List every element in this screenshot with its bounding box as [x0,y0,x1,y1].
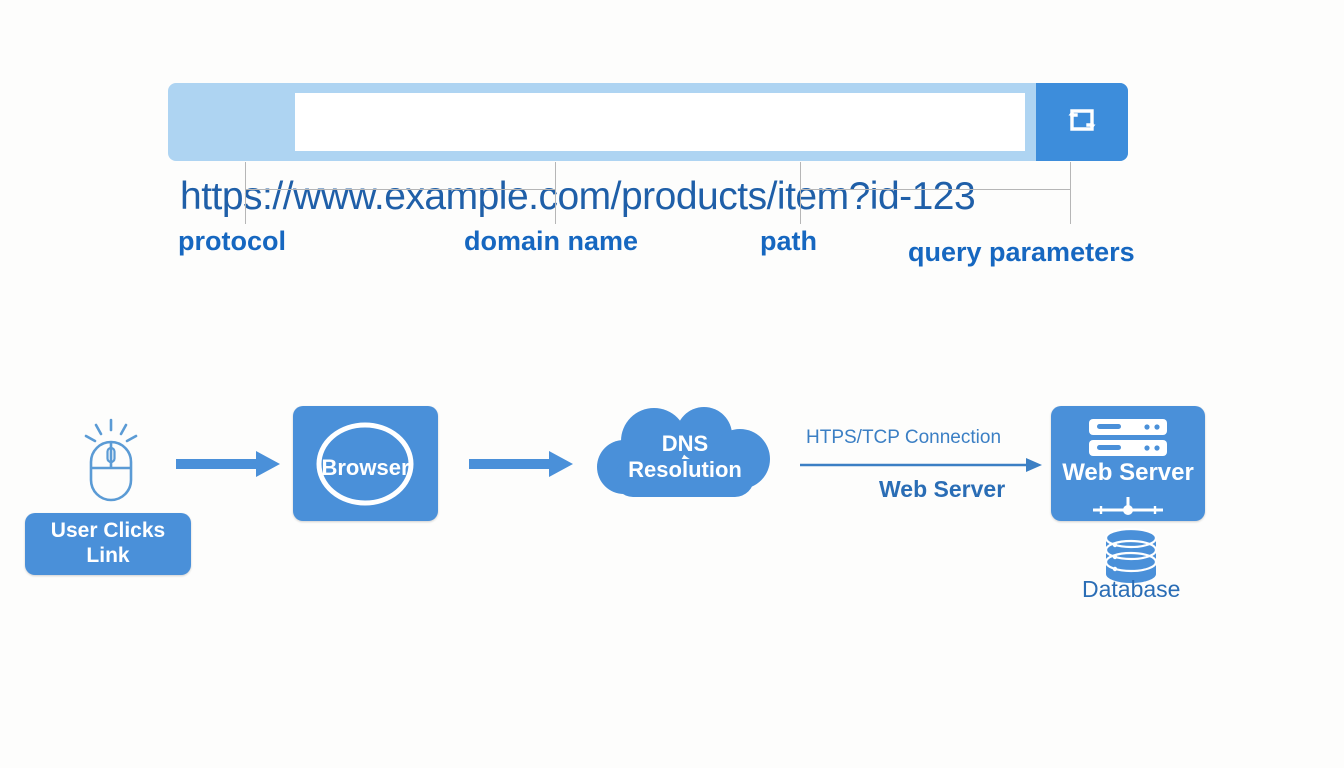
node-web-server-label: Web Server [1062,459,1194,486]
arrow-user-to-browser [176,447,286,486]
arrow-right-thin [800,456,1044,479]
connection-label-protocol: HTPS/TCP Connection [806,427,1002,448]
database-label: Database [1082,576,1181,602]
node-web-server[interactable]: Web Server [1051,406,1205,521]
node-dns-resolution-label: DNS Resolution [628,431,742,482]
mouse-click-icon [78,416,144,508]
server-connector-stub [1089,497,1167,519]
url-input-field-highlight [295,93,1025,151]
server-rack-icon [1089,418,1167,458]
reload-icon [1062,100,1102,145]
circle-icon [315,422,415,506]
segment-label-query-parameters: query parameters [908,237,1135,267]
node-user-clicks-link-label: User Clicks Link [50,519,166,567]
database-cylinder-icon [1100,527,1162,589]
node-dns-resolution[interactable]: DNS Resolution [592,399,778,509]
segment-label-domain-name: domain name [464,226,639,256]
url-bar[interactable]: https://www.example.com/products/item?id… [168,83,1128,216]
segment-label-path: path [760,226,817,256]
arrow-browser-to-dns [469,447,579,486]
segment-label-protocol: protocol [178,226,286,256]
connection-label-destination: Web Server [879,476,1006,502]
node-browser-label: Browser [321,455,410,480]
url-text: https://www.example.com/products/item?id… [180,175,976,218]
reload-button[interactable] [1036,83,1128,161]
node-browser[interactable]: Browser [293,406,438,521]
node-user-clicks-link[interactable]: User Clicks Link [25,513,191,575]
